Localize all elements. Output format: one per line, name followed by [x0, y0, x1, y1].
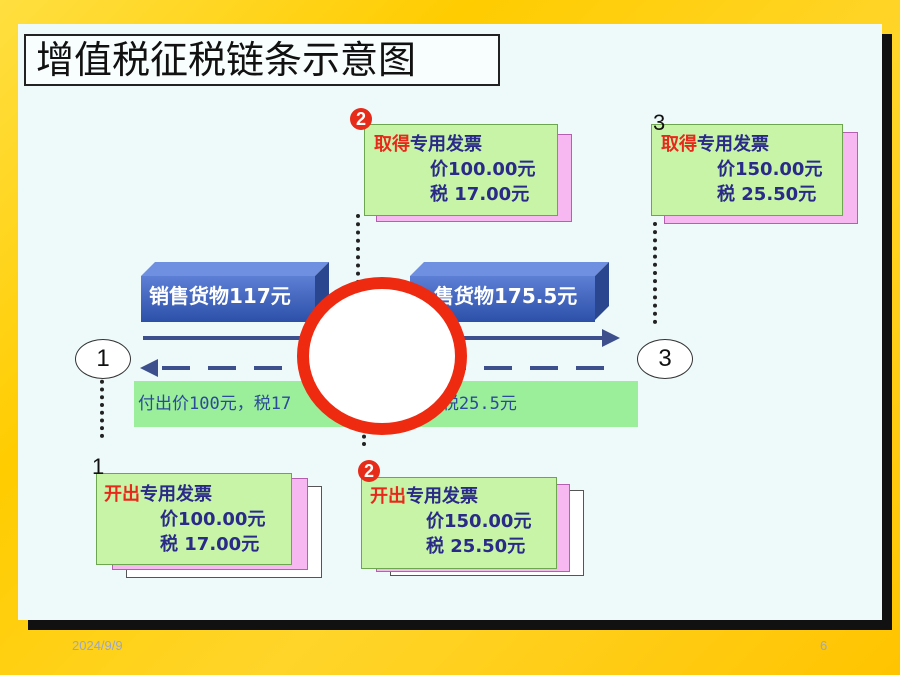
invoice-tax: 税 17.00元: [160, 534, 260, 555]
invoice-type-label: 专用发票: [410, 134, 482, 155]
highlight-ring: [297, 277, 467, 435]
connector-dotted: [100, 372, 104, 438]
footer-page-number: 6: [820, 638, 828, 653]
invoice-card-bottom-left-text: 开出专用发票 价100.00元 税 17.00元: [104, 482, 265, 557]
invoice-action-label: 开出: [104, 484, 140, 505]
invoice-tax: 税 25.50元: [717, 184, 817, 205]
step-badge-2-bottom: 2: [358, 460, 380, 482]
invoice-card-bottom-middle: [361, 477, 557, 569]
invoice-card-top-middle-text: 取得专用发票 价100.00元 税 17.00元: [374, 132, 535, 207]
invoice-action-label: 开出: [370, 486, 406, 507]
payment-arrow-head: [140, 359, 158, 377]
step-badge-2-top: 2: [350, 108, 372, 130]
invoice-action-label: 取得: [661, 134, 697, 155]
invoice-price: 价100.00元: [430, 159, 536, 180]
step-badge-3-top: 3: [653, 110, 666, 135]
invoice-price: 价150.00元: [426, 511, 532, 532]
invoice-price: 价150.00元: [717, 159, 823, 180]
invoice-card-top-right-text: 取得专用发票 价150.00元 税 25.50元: [661, 132, 822, 207]
invoice-card-top-right: [651, 124, 843, 216]
sale-block-left: 销售货物117元: [141, 276, 315, 322]
connector-dotted: [653, 222, 657, 324]
invoice-tax: 税 17.00元: [430, 184, 530, 205]
footer-date: 2024/9/9: [72, 638, 123, 653]
taxpayer-node-3: 3: [637, 339, 693, 379]
step-badge-1-bottom: 1: [92, 454, 105, 479]
invoice-card-bottom-middle-text: 开出专用发票 价150.00元 税 25.50元: [370, 484, 531, 559]
invoice-type-label: 专用发票: [406, 486, 478, 507]
sale-arrow-head: [602, 329, 620, 347]
taxpayer-node-1: 1: [75, 339, 131, 379]
invoice-price: 价100.00元: [160, 509, 266, 530]
connector-dotted: [356, 214, 360, 284]
invoice-tax: 税 25.50元: [426, 536, 526, 557]
invoice-action-label: 取得: [374, 134, 410, 155]
payment-left-text: 付出价100元，税17: [138, 394, 292, 414]
invoice-card-bottom-left: [96, 473, 292, 565]
invoice-type-label: 专用发票: [697, 134, 769, 155]
invoice-type-label: 专用发票: [140, 484, 212, 505]
highlight-ring-shape: [297, 277, 467, 435]
invoice-card-top-middle: [364, 124, 558, 216]
slide-title: 增值税征税链条示意图: [24, 34, 500, 86]
